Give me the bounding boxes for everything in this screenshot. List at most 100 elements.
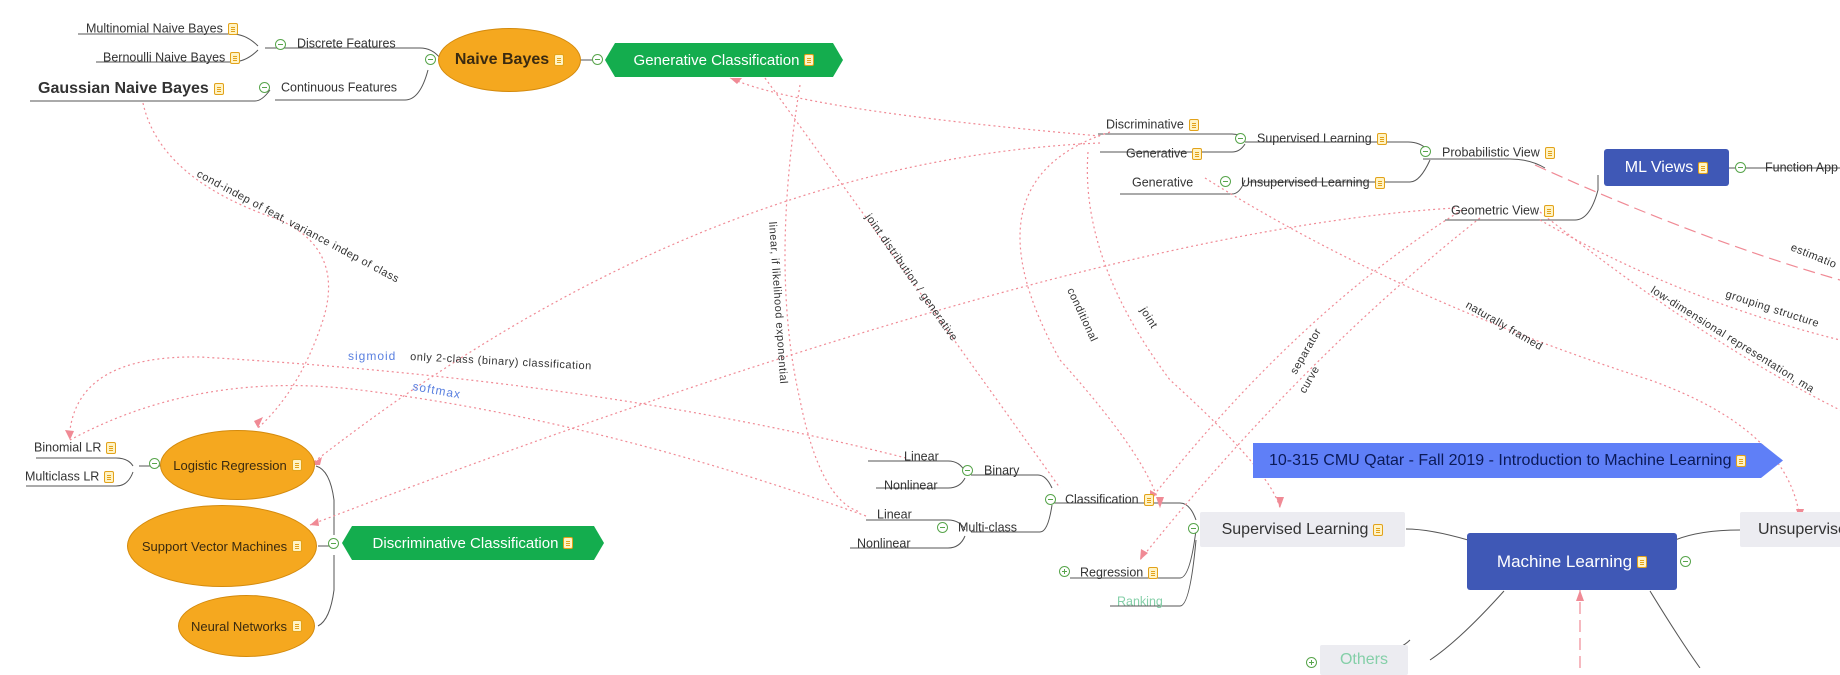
node-label: Bernoulli Naive Bayes — [103, 50, 226, 65]
node-label: Neural Networks — [190, 618, 288, 634]
note-icon[interactable] — [1373, 523, 1384, 536]
note-icon[interactable] — [213, 83, 224, 95]
node-generative-supervised[interactable]: Generative — [1126, 147, 1203, 160]
node-binomial-lr[interactable]: Binomial LR — [34, 440, 117, 455]
node-unsupervised-learning[interactable]: Unsupervise — [1740, 512, 1840, 547]
node-label: Geometric View — [1451, 203, 1539, 218]
note-icon[interactable] — [1637, 555, 1648, 568]
node-discrete-features[interactable]: Discrete Features — [297, 37, 396, 50]
node-support-vector-machines[interactable]: Support Vector Machines — [127, 505, 317, 587]
node-linear-binary[interactable]: Linear — [904, 450, 939, 463]
collapse-toggle-icon[interactable] — [592, 54, 603, 65]
node-multi-class[interactable]: Multi-class — [958, 521, 1017, 534]
node-others[interactable]: Others — [1320, 645, 1408, 675]
node-classification[interactable]: Classification — [1065, 493, 1154, 506]
node-multinomial-naive-bayes[interactable]: Multinomial Naive Bayes — [86, 22, 238, 35]
note-icon[interactable] — [227, 22, 238, 35]
node-label: Binomial LR — [34, 440, 102, 455]
relation-grouping-structure: grouping structure — [1724, 288, 1821, 330]
note-icon[interactable] — [563, 537, 573, 549]
note-icon[interactable] — [292, 540, 303, 552]
collapse-toggle-icon[interactable] — [328, 538, 339, 549]
expand-toggle-icon[interactable] — [1059, 566, 1070, 577]
collapse-toggle-icon[interactable] — [1680, 556, 1691, 567]
node-neural-networks[interactable]: Neural Networks — [178, 595, 315, 657]
node-label: Naive Bayes — [454, 51, 550, 68]
relation-conditional: conditional — [1064, 286, 1099, 344]
collapse-toggle-icon[interactable] — [962, 465, 973, 476]
relation-naturally-framed: naturally framed — [1464, 299, 1545, 353]
node-unsupervised-learning-view[interactable]: Unsupervised Learning — [1241, 176, 1385, 189]
node-discriminative[interactable]: Discriminative — [1106, 118, 1199, 131]
note-icon[interactable] — [1544, 146, 1555, 159]
collapse-toggle-icon[interactable] — [275, 39, 286, 50]
collapse-toggle-icon[interactable] — [149, 458, 160, 469]
note-icon[interactable] — [1188, 118, 1199, 131]
node-logistic-regression[interactable]: Logistic Regression — [160, 430, 315, 500]
note-icon[interactable] — [804, 54, 814, 66]
node-generative-unsupervised[interactable]: Generative — [1132, 176, 1193, 189]
node-supervised-learning-view[interactable]: Supervised Learning — [1257, 132, 1387, 145]
node-label: Discriminative Classification — [372, 534, 559, 552]
collapse-toggle-icon[interactable] — [1735, 162, 1746, 173]
node-label: Generative — [1132, 175, 1194, 190]
collapse-toggle-icon[interactable] — [259, 82, 270, 93]
node-linear-multiclass[interactable]: Linear — [877, 508, 912, 521]
node-ranking[interactable]: Ranking — [1117, 595, 1163, 608]
node-probabilistic-view[interactable]: Probabilistic View — [1442, 146, 1555, 159]
note-icon[interactable] — [106, 441, 117, 454]
node-label: Support Vector Machines — [141, 538, 288, 554]
node-label: Gaussian Naive Bayes — [38, 80, 209, 97]
map-title-banner[interactable]: 10-315 CMU Qatar - Fall 2019 - Introduct… — [1253, 443, 1783, 478]
note-icon[interactable] — [1374, 176, 1385, 189]
node-machine-learning[interactable]: Machine Learning — [1467, 533, 1677, 590]
collapse-toggle-icon[interactable] — [425, 54, 436, 65]
node-continuous-features[interactable]: Continuous Features — [281, 81, 397, 94]
note-icon[interactable] — [1376, 132, 1387, 145]
node-multiclass-lr[interactable]: Multiclass LR — [25, 469, 115, 484]
collapse-toggle-icon[interactable] — [1045, 494, 1056, 505]
note-icon[interactable] — [104, 470, 115, 483]
note-icon[interactable] — [291, 459, 302, 471]
note-icon[interactable] — [1698, 161, 1709, 174]
relation-cond-indep: cond-indep of feat, variance indep of cl… — [195, 168, 402, 285]
note-icon[interactable] — [1192, 147, 1203, 160]
note-icon[interactable] — [292, 620, 303, 632]
node-label: Supervised Learning — [1257, 131, 1372, 146]
note-icon[interactable] — [1148, 566, 1159, 579]
node-discriminative-classification[interactable]: Discriminative Classification — [342, 526, 604, 560]
collapse-toggle-icon[interactable] — [1420, 146, 1431, 157]
collapse-toggle-icon[interactable] — [1188, 523, 1199, 534]
note-icon[interactable] — [230, 51, 241, 64]
node-label: Multiclass LR — [25, 469, 100, 484]
node-geometric-view[interactable]: Geometric View — [1451, 204, 1554, 217]
note-icon[interactable] — [1143, 493, 1154, 506]
node-binary[interactable]: Binary — [984, 464, 1019, 477]
node-gaussian-naive-bayes[interactable]: Gaussian Naive Bayes — [38, 81, 224, 97]
note-icon[interactable] — [1544, 204, 1554, 217]
node-function-app[interactable]: Function App — [1765, 161, 1838, 174]
node-label: ML Views — [1624, 158, 1694, 176]
note-icon[interactable] — [554, 54, 565, 66]
expand-toggle-icon[interactable] — [1306, 657, 1317, 668]
relation-joint: joint — [1137, 304, 1160, 330]
collapse-toggle-icon[interactable] — [937, 522, 948, 533]
node-label: Others — [1339, 651, 1388, 668]
node-label: Linear — [904, 449, 939, 464]
node-nonlinear-multiclass[interactable]: Nonlinear — [857, 537, 911, 550]
node-label: Unsupervise — [1758, 520, 1840, 538]
node-naive-bayes[interactable]: Naive Bayes — [438, 28, 581, 92]
collapse-toggle-icon[interactable] — [1235, 133, 1246, 144]
node-generative-classification[interactable]: Generative Classification — [605, 43, 843, 77]
node-label: Binary — [984, 463, 1020, 478]
node-nonlinear-binary[interactable]: Nonlinear — [884, 479, 938, 492]
node-supervised-learning[interactable]: Supervised Learning — [1200, 512, 1405, 547]
node-label: Multinomial Naive Bayes — [86, 21, 223, 36]
node-ml-views[interactable]: ML Views — [1604, 149, 1729, 186]
collapse-toggle-icon[interactable] — [1220, 176, 1231, 187]
node-regression[interactable]: Regression — [1080, 566, 1159, 579]
node-label: Logistic Regression — [173, 457, 287, 473]
node-bernoulli-naive-bayes[interactable]: Bernoulli Naive Bayes — [103, 50, 241, 65]
note-icon[interactable] — [1736, 455, 1746, 467]
node-label: Machine Learning — [1496, 551, 1633, 571]
